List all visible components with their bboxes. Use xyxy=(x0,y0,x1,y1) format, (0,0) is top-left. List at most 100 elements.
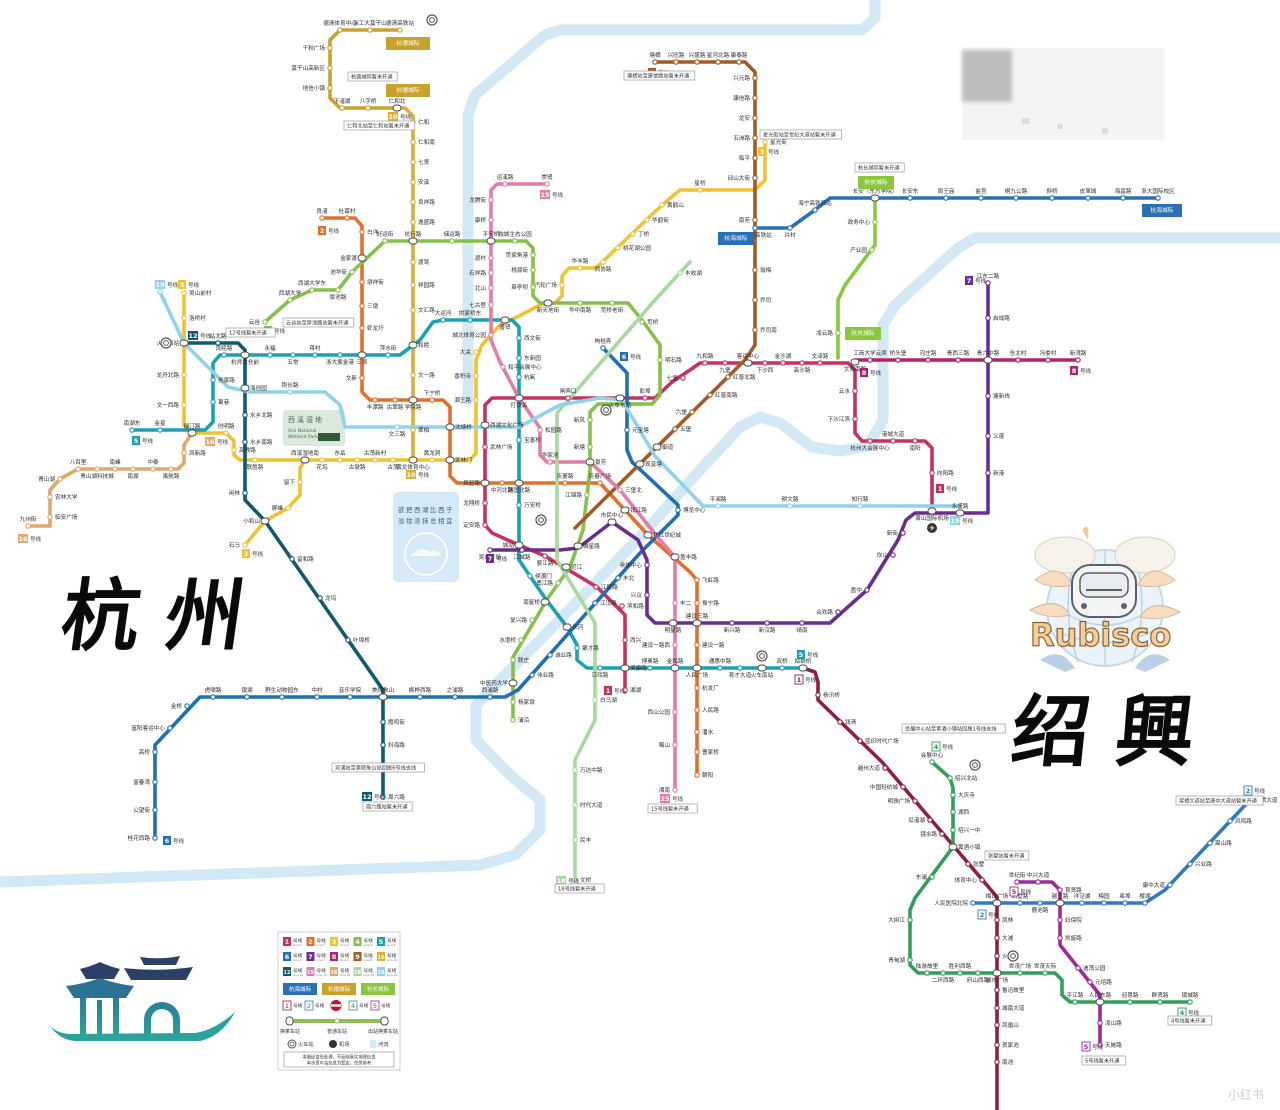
line-track xyxy=(555,260,692,882)
station-label: 后墅路 xyxy=(1012,892,1029,900)
station: 甬江路 xyxy=(536,579,561,587)
station-dot xyxy=(1014,879,1020,885)
station: 海创园 xyxy=(240,384,267,392)
station: 杭氧 xyxy=(516,373,536,381)
station-dot xyxy=(231,447,237,453)
legend-line-en: Line 4 xyxy=(364,943,373,947)
station-label: 绿汀路 xyxy=(184,422,201,430)
station-dot xyxy=(694,772,700,778)
station-dot xyxy=(600,259,606,265)
river xyxy=(462,0,881,406)
service-note: 15号线暂未开通 xyxy=(647,803,698,814)
station-label: 学院路 xyxy=(405,403,422,411)
station-label: 七古登 xyxy=(469,301,486,309)
station-label: 城南大道 xyxy=(1002,1004,1025,1012)
station-label: 三坝 xyxy=(356,358,368,366)
station-label: 中兴大道 xyxy=(1027,871,1050,879)
station: 桃花湖公园 xyxy=(615,244,651,252)
station-dot xyxy=(673,59,679,65)
station-label: 联庄 xyxy=(518,656,530,664)
service-note-text: 周六路站暂未开通 xyxy=(366,803,408,811)
station: 皮革城 xyxy=(1080,187,1097,201)
station-dot xyxy=(694,707,700,713)
station-label: 振宁路 xyxy=(702,599,719,607)
interchange-marker xyxy=(992,969,1002,977)
station-label: 产业园 xyxy=(850,246,867,254)
station: 世纪街 xyxy=(1009,871,1026,885)
station-dot xyxy=(210,399,216,405)
service-note-text: 12号线暂未开通 xyxy=(229,329,268,337)
station-label: 凤林 xyxy=(1002,916,1014,924)
station-label: 世茂天际 xyxy=(1034,962,1057,970)
station-label: 靖南 xyxy=(796,626,808,634)
station: 逸盛路 xyxy=(410,218,435,226)
station-dot xyxy=(488,255,494,261)
station: 南星桥 xyxy=(523,598,550,606)
station-label: 迪荡公园 xyxy=(1083,964,1106,972)
station-label: 候潮门 xyxy=(535,572,552,580)
station: 七贤 xyxy=(410,158,430,166)
legend-line-number: 3 xyxy=(332,938,337,946)
station: 启成路 xyxy=(985,314,1010,322)
station-dot xyxy=(297,479,303,485)
station-dot xyxy=(764,620,770,626)
station: 钱清 xyxy=(837,718,857,726)
legend-line-suffix: 号线 xyxy=(340,952,350,959)
station-dot xyxy=(929,470,935,476)
station-dot xyxy=(1187,861,1193,867)
service-note-text: 塘栖站至康信路站暂未开通 xyxy=(627,72,690,80)
station: 城市广场 xyxy=(986,969,1009,984)
station-dot xyxy=(527,573,533,579)
station-dot xyxy=(359,325,365,331)
station-label: 沈塘桥 xyxy=(455,423,472,431)
station-dot xyxy=(262,319,268,325)
interchange-marker xyxy=(260,517,270,525)
station: 河庄路 xyxy=(920,349,937,363)
station-dot xyxy=(537,427,543,433)
station-dot xyxy=(950,809,956,815)
intercity-label: 杭德城际 xyxy=(386,37,430,50)
station: 周六路 xyxy=(380,793,405,801)
station-label: 庆春广场 xyxy=(589,472,612,480)
service-note: 4号线暂未开通 xyxy=(1167,1015,1213,1026)
station: 振宁路 xyxy=(694,599,719,607)
station-dot xyxy=(907,195,913,201)
legend-line-number: 7 xyxy=(308,953,313,961)
station: 花坞 xyxy=(316,457,328,471)
station: 西湖大学 xyxy=(279,289,302,303)
station-label: 水乡北路 xyxy=(250,411,273,419)
station: 群贤路 xyxy=(1152,991,1169,1005)
station: 良睦路 xyxy=(216,344,233,358)
station-dot xyxy=(562,480,568,486)
station: 火车东站 xyxy=(609,394,632,409)
station-dot xyxy=(812,207,818,213)
station-label: 民丰 xyxy=(580,836,592,844)
station-label: 凌云路 xyxy=(816,329,833,337)
station: 五洲路 xyxy=(733,134,758,142)
station: 新港 xyxy=(985,469,1005,477)
interchange-marker xyxy=(670,664,680,672)
station: 近江 xyxy=(561,563,583,571)
station-dot xyxy=(630,231,636,237)
station: 龙坞 xyxy=(317,594,337,602)
station-label: 新风 xyxy=(574,416,586,424)
legend-intercity-name: 杭长城际 xyxy=(367,985,390,993)
station: 华中南路 xyxy=(569,300,592,314)
station: 凌云路 xyxy=(816,329,841,337)
intercity-label: 杭长城际 xyxy=(845,327,881,340)
station-label: 江晖路 xyxy=(592,671,609,679)
station-label: 美院象山 xyxy=(372,686,394,694)
station-label: 新港 xyxy=(993,469,1005,477)
station-dot xyxy=(752,225,758,231)
station-dot xyxy=(488,302,494,308)
interchange-marker xyxy=(514,394,524,402)
service-note: 周六路站暂未开通 xyxy=(362,801,413,812)
station-dot xyxy=(672,787,678,793)
blur-speck xyxy=(1057,124,1063,129)
station-label: 大树江 xyxy=(888,916,905,924)
station: 金沙湖 xyxy=(775,352,792,366)
interchange-marker xyxy=(508,679,518,687)
station-dot xyxy=(337,27,343,33)
